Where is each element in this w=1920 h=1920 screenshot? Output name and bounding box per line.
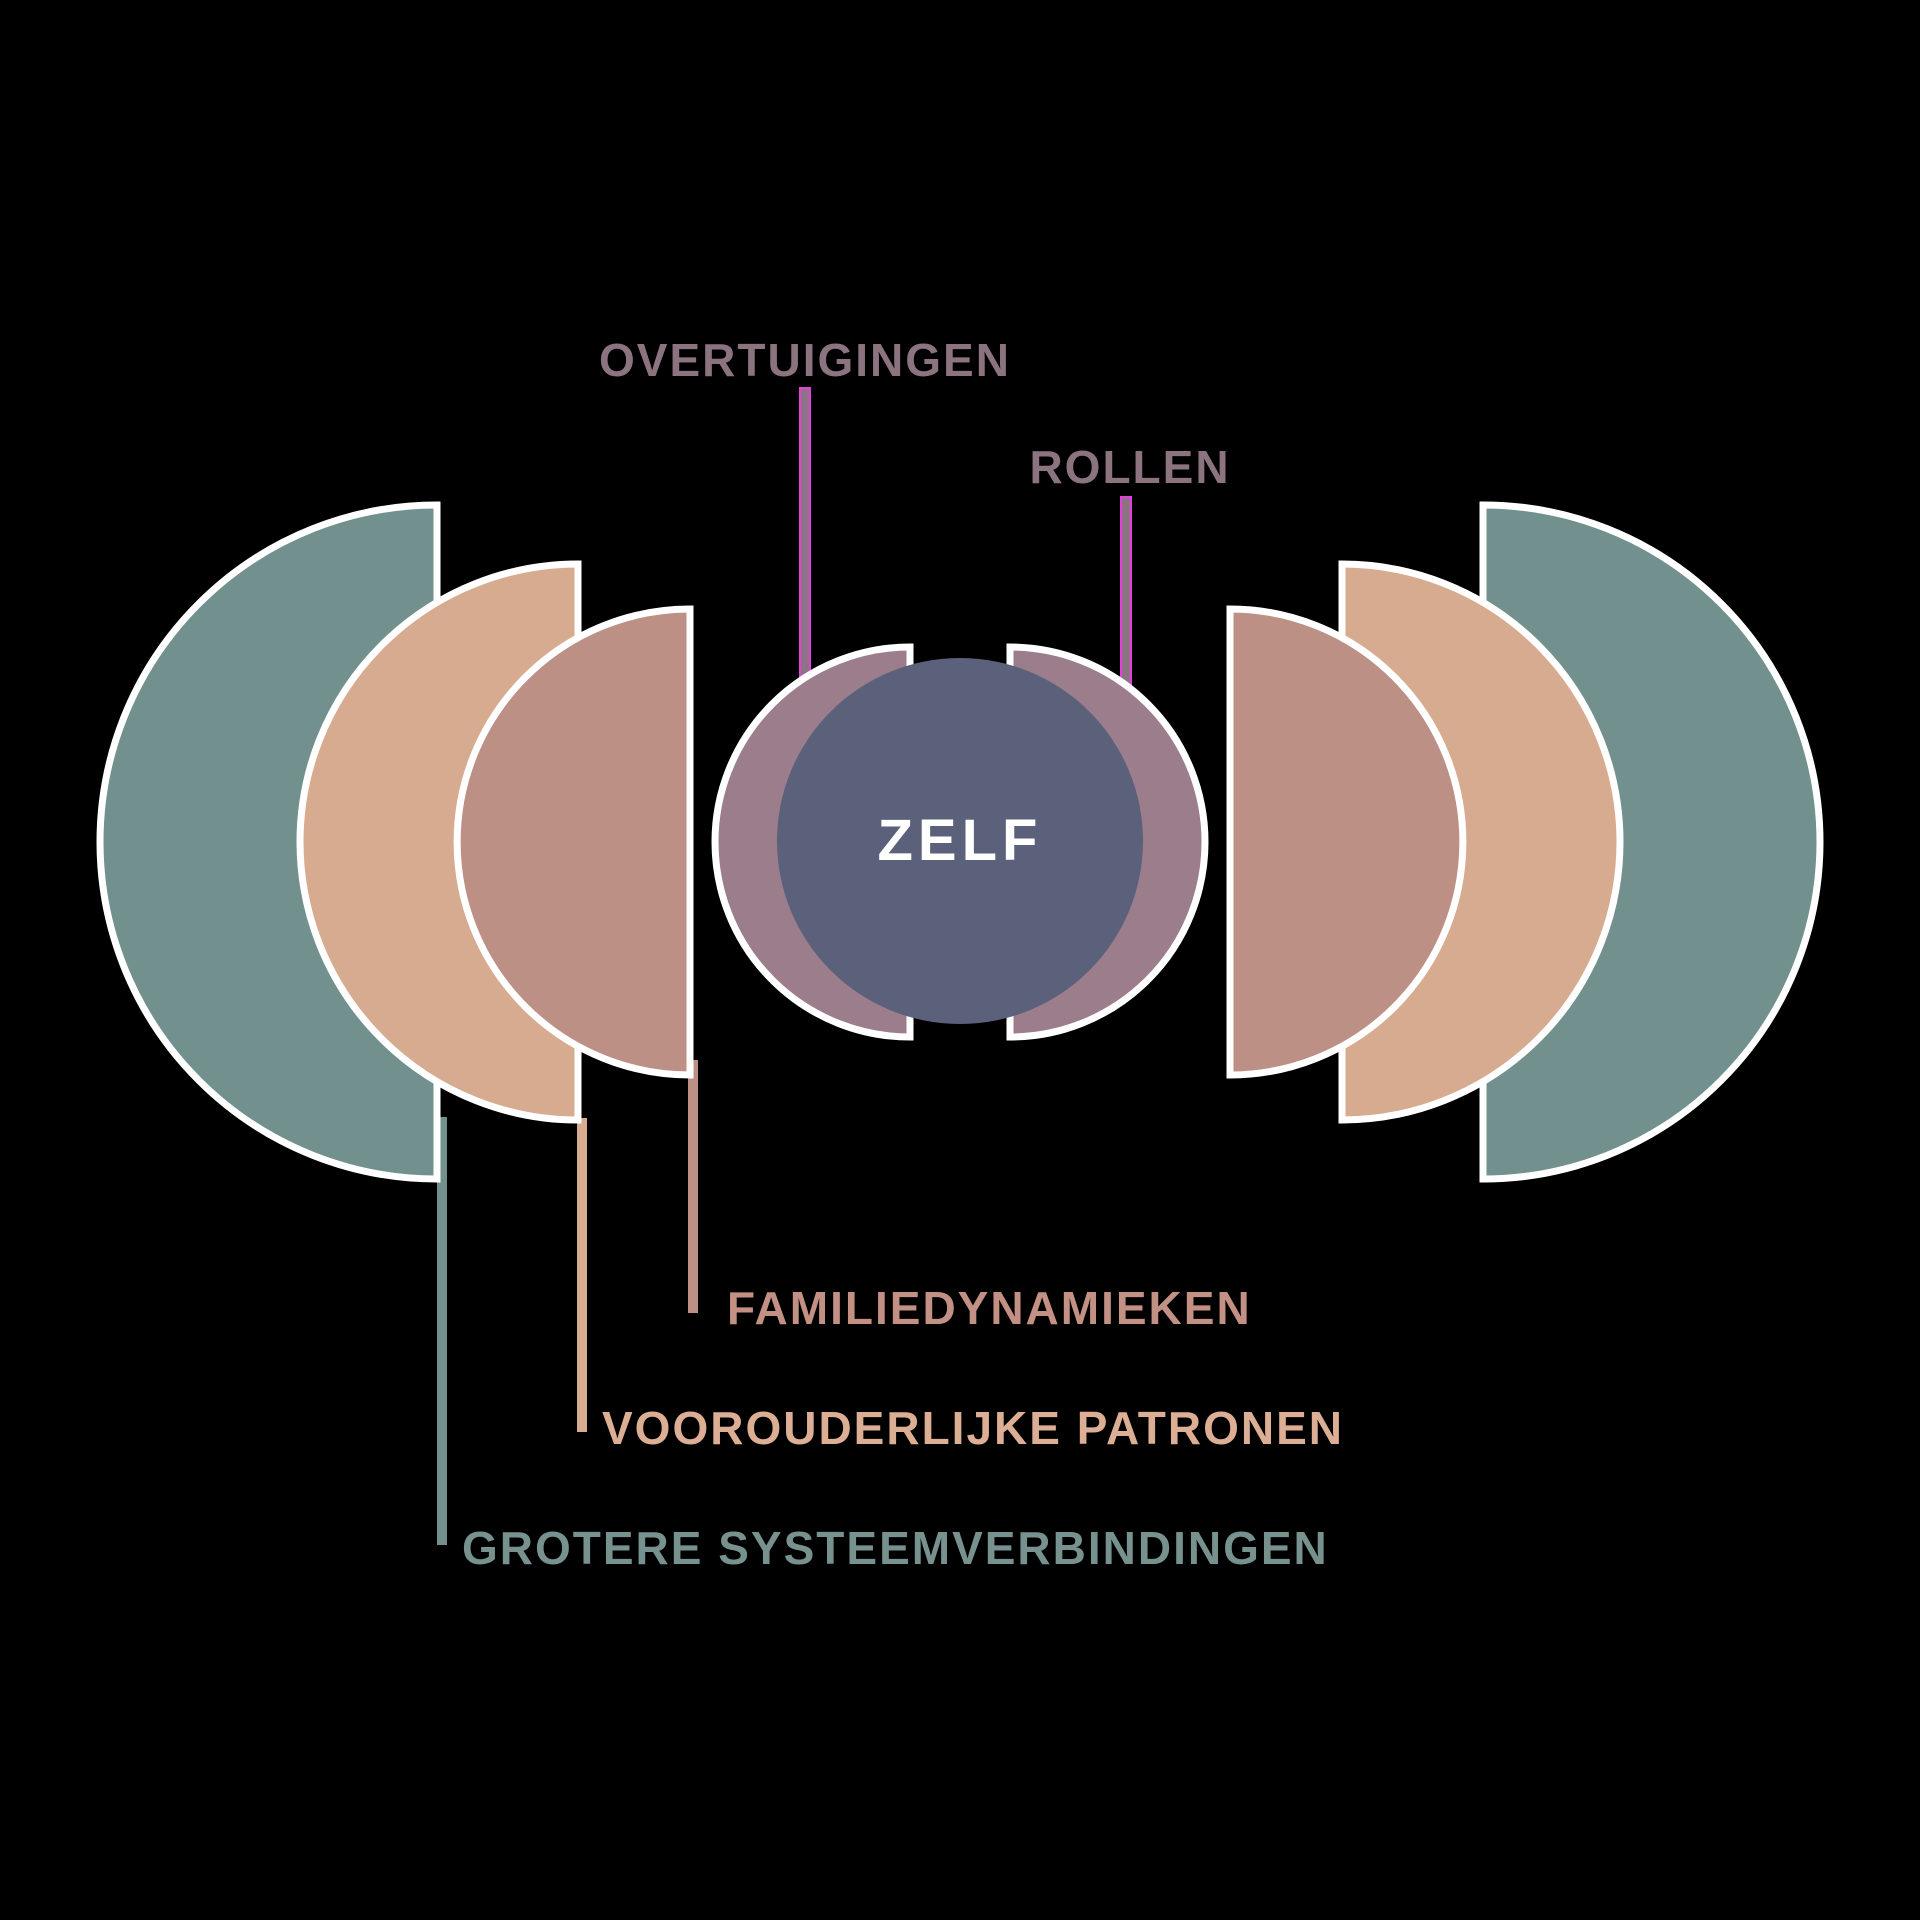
connector-line-larger-system-connections [437, 1117, 447, 1545]
center-self-circle [777, 658, 1143, 1024]
ring-left-family-dynamics [453, 605, 694, 1079]
label-roles: ROLLEN [1029, 441, 1231, 493]
label-ancestral-patterns: VOOROUDERLIJKE PATRONEN [602, 1402, 1345, 1454]
ring-right-family-dynamics [1226, 605, 1467, 1079]
connector-line-ancestral-patterns [577, 1118, 587, 1432]
center-self-label: ZELF [877, 808, 1043, 873]
connector-line-family-dynamics [688, 1060, 698, 1313]
connector-line-roles [1120, 496, 1132, 689]
label-beliefs: OVERTUIGINGEN [599, 334, 1011, 386]
label-family-dynamics: FAMILIEDYNAMIEKEN [727, 1282, 1252, 1334]
connector-line-beliefs [799, 387, 811, 684]
label-larger-system-connections: GROTERE SYSTEEMVERBINDINGEN [462, 1522, 1329, 1574]
